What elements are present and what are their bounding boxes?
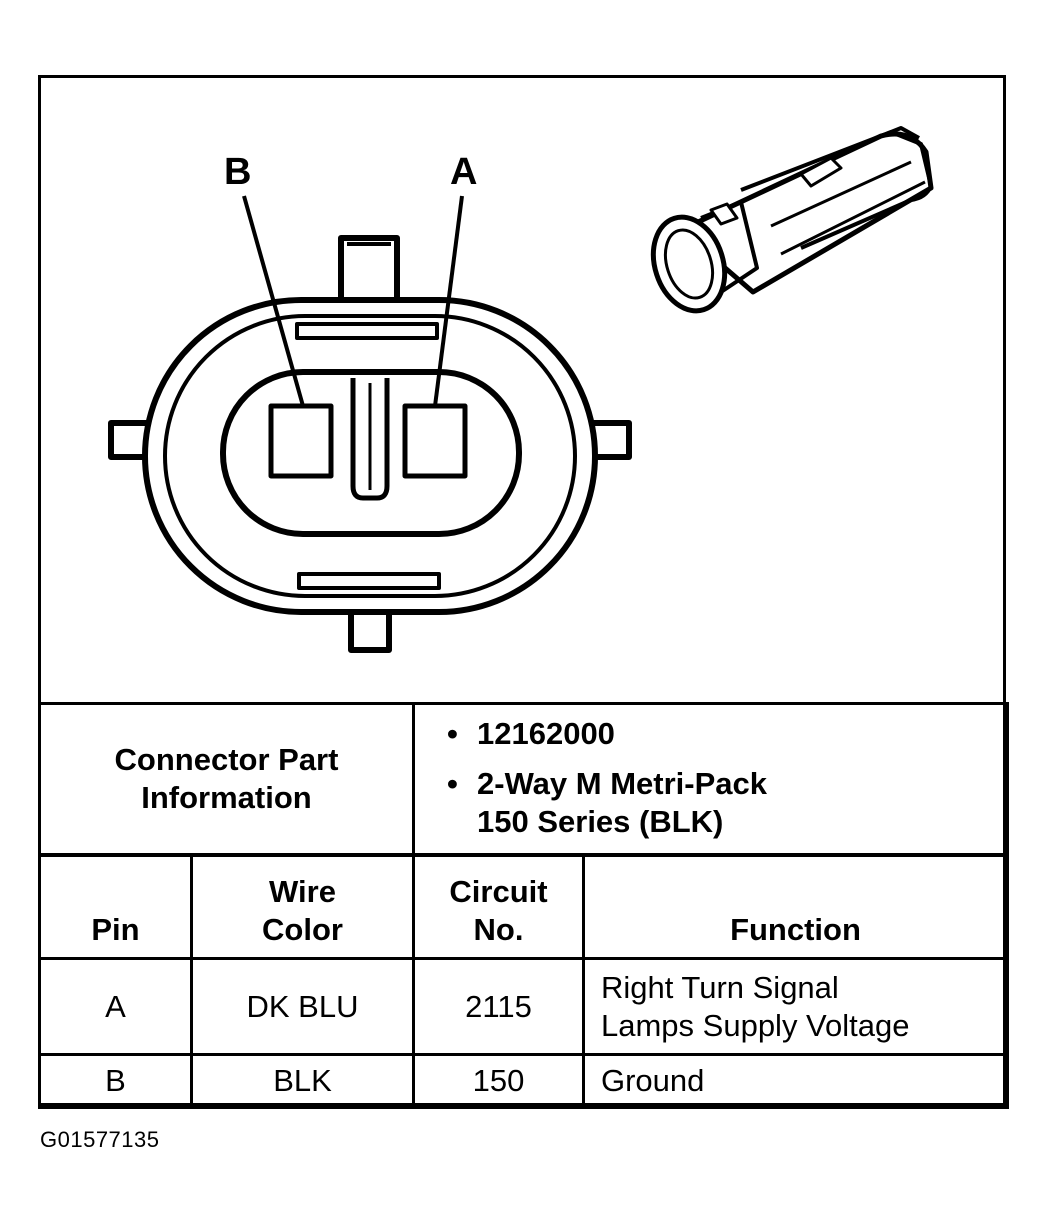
connector-part-info-label: Connector Part Information <box>38 702 415 856</box>
pin-b-leader <box>242 195 305 407</box>
connector-type: 2-Way M Metri-Pack 150 Series (BLK) <box>447 765 1006 841</box>
header-pin: Pin <box>38 854 193 960</box>
cell-wire-color: DK BLU <box>190 957 415 1056</box>
pin-a-label: A <box>450 151 478 193</box>
cell-pin: A <box>38 957 193 1056</box>
cell-circuit: 2115 <box>412 957 585 1056</box>
cell-function: Right Turn Signal Lamps Supply Voltage <box>582 957 1009 1056</box>
cell-pin: B <box>38 1053 193 1109</box>
header-circuit-no: Circuit No. <box>412 854 585 960</box>
connector-diagram: B A <box>41 78 1003 705</box>
connector-part-info-table: Connector Part Information 12162000 2-Wa… <box>38 702 1009 856</box>
table-header-row: Pin Wire Color Circuit No. Function <box>38 854 1009 960</box>
center-key-slot <box>350 378 390 501</box>
figure-id: G01577135 <box>40 1127 160 1152</box>
pin-a-leader <box>433 195 464 407</box>
table-row: B BLK 150 Ground <box>38 1053 1009 1109</box>
part-number: 12162000 <box>447 715 1006 753</box>
cell-function: Ground <box>582 1053 1009 1109</box>
figure-frame: B A Connector Part Information 12162000 … <box>38 75 1009 1109</box>
pin-b-label: B <box>224 151 252 193</box>
cell-wire-color: BLK <box>190 1053 415 1109</box>
header-wire-color: Wire Color <box>190 854 415 960</box>
cell-circuit: 150 <box>412 1053 585 1109</box>
table-row: A DK BLU 2115 Right Turn Signal Lamps Su… <box>38 957 1009 1056</box>
connector-part-info-values: 12162000 2-Way M Metri-Pack 150 Series (… <box>412 702 1009 856</box>
connector-face-drawing <box>108 126 934 653</box>
top-latch-tab <box>338 235 400 306</box>
header-function: Function <box>582 854 1009 960</box>
terminal-cavity <box>220 369 522 537</box>
pin-assignment-table: Pin Wire Color Circuit No. Function A DK… <box>38 854 1009 1109</box>
inner-shell <box>163 314 577 598</box>
connector-isometric-view <box>650 126 934 314</box>
